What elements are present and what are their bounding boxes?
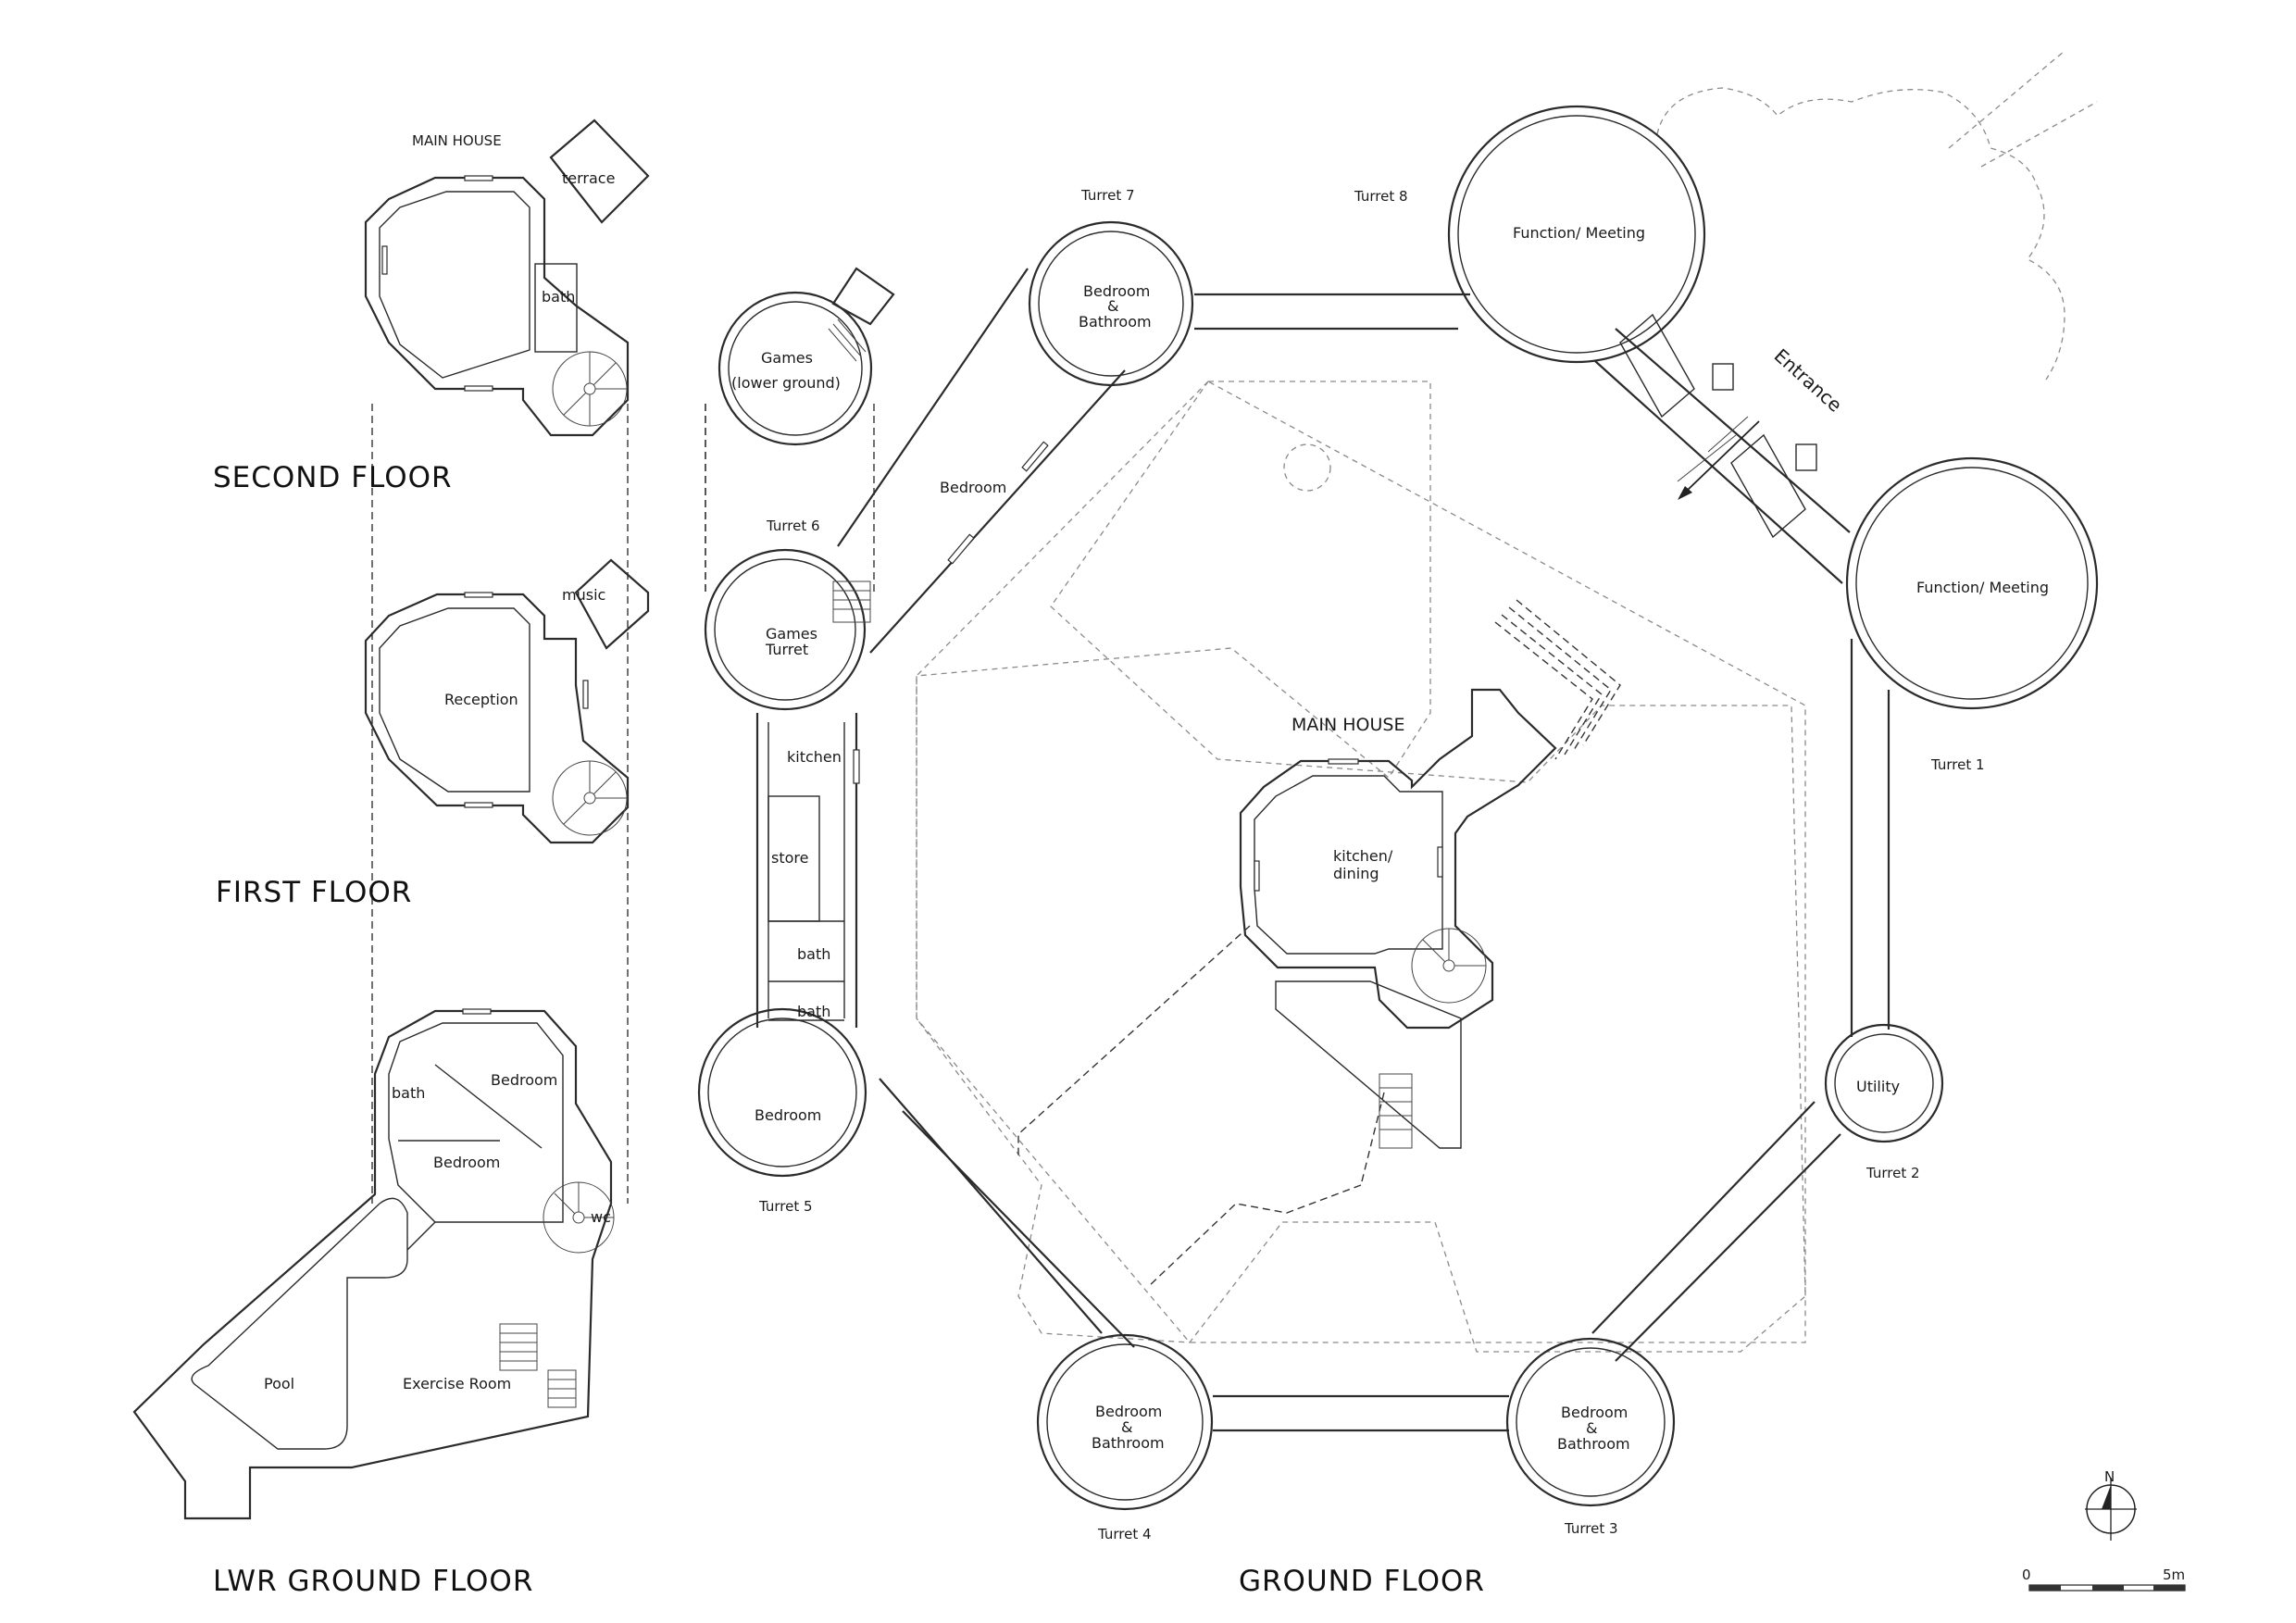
- turret-1: [1845, 456, 2099, 710]
- turret-5: [697, 1007, 867, 1178]
- first-floor-plan: [364, 558, 650, 844]
- kitchen-label: kitchen: [787, 748, 842, 766]
- turret-3: [1505, 1337, 1676, 1507]
- turret-1-label: Turret 1: [1930, 756, 1985, 773]
- music-label: music: [562, 586, 605, 604]
- pool-label: Pool: [264, 1375, 294, 1392]
- stair-flight-icon: [1379, 1073, 1413, 1149]
- bath-1-label: bath: [797, 945, 830, 963]
- games-lower-line1: Games: [761, 349, 813, 367]
- lg-bedroom-2-label: Bedroom: [433, 1154, 500, 1171]
- stair-flight-icon: [832, 581, 871, 623]
- kitchen-dining-line2: dining: [1333, 865, 1379, 882]
- lg-bedroom-1-label: Bedroom: [491, 1071, 557, 1089]
- turret-3-label: Turret 3: [1564, 1520, 1618, 1537]
- t3-amp-label: &: [1586, 1419, 1597, 1437]
- utility-label: Utility: [1856, 1078, 1900, 1095]
- turret-6-label: Turret 6: [766, 518, 820, 534]
- exercise-room-label: Exercise Room: [403, 1375, 511, 1392]
- bedroom-wing-label: Bedroom: [940, 479, 1006, 496]
- second-floor-plan: [364, 119, 650, 437]
- t7-bathroom-label: Bathroom: [1079, 313, 1152, 331]
- games-lower-line2: (lower ground): [731, 374, 841, 392]
- t4-bathroom-label: Bathroom: [1092, 1434, 1165, 1452]
- terrace-label: terrace: [562, 169, 615, 187]
- lower-ground-floor-plan: [132, 1008, 615, 1520]
- first-floor-title: FIRST FLOOR: [216, 876, 412, 909]
- t1-function-meeting-label: Function/ Meeting: [1916, 579, 2049, 596]
- spiral-stair-icon: [543, 1181, 615, 1254]
- kitchen-dining-line1: kitchen/: [1333, 847, 1393, 865]
- turret-7-label: Turret 7: [1080, 187, 1135, 204]
- ground-site-outline: [916, 50, 2098, 1353]
- ground-main-house-label: MAIN HOUSE: [1292, 715, 1404, 735]
- spiral-stair-icon: [552, 760, 628, 836]
- second-floor-title: SECOND FLOOR: [213, 461, 453, 494]
- t7-amp-label: &: [1107, 297, 1118, 315]
- turret-6: [704, 548, 871, 711]
- turret-4-label: Turret 4: [1097, 1526, 1152, 1542]
- scale-end-label: 5m: [2163, 1567, 2185, 1583]
- turret-7: [1028, 220, 1194, 387]
- kitchen-wing-interior: [767, 722, 860, 1021]
- turret-2-label: Turret 2: [1866, 1165, 1920, 1181]
- turret-5-label: Turret 5: [758, 1198, 813, 1215]
- ground-floor-title: GROUND FLOOR: [1239, 1565, 1485, 1598]
- t3-bathroom-label: Bathroom: [1557, 1435, 1630, 1453]
- spiral-stair-icon: [1411, 928, 1487, 1004]
- spiral-stair-icon: [552, 351, 628, 427]
- scale-bar: [2028, 1584, 2186, 1592]
- turret-8: [1447, 105, 1706, 364]
- ground-main-house-plan: [1017, 599, 1621, 1288]
- lg-bath-label: bath: [392, 1084, 425, 1102]
- games-turret-line2: Turret: [765, 641, 808, 658]
- reception-label: Reception: [444, 691, 518, 708]
- store-label: store: [771, 849, 808, 867]
- t5-bedroom-label: Bedroom: [755, 1106, 821, 1124]
- second-floor-main-house-label: MAIN HOUSE: [412, 132, 502, 149]
- games-lower-ground-plan: [705, 267, 895, 593]
- north-label: N: [2104, 1468, 2115, 1485]
- t4-amp-label: &: [1121, 1418, 1132, 1436]
- second-floor-bath-label: bath: [542, 288, 575, 306]
- turret-2: [1824, 1023, 1944, 1143]
- entrance-label: Entrance: [1770, 344, 1847, 417]
- stair-flight-icon: [828, 318, 867, 362]
- north-arrow-icon: [2085, 1478, 2137, 1541]
- turret-8-label: Turret 8: [1354, 188, 1408, 205]
- bath-2-label: bath: [797, 1003, 830, 1020]
- t8-function-meeting-label: Function/ Meeting: [1513, 224, 1645, 242]
- stair-flight-icon: [499, 1323, 577, 1408]
- t7-bedroom-label: Bedroom: [1083, 282, 1150, 300]
- lg-wc-label: wc: [591, 1208, 611, 1226]
- entrance-porch: [1619, 313, 1817, 539]
- turret-4: [1036, 1333, 1214, 1511]
- scale-start-label: 0: [2022, 1567, 2031, 1583]
- t3-bedroom-label: Bedroom: [1561, 1404, 1628, 1421]
- entrance-arrow-icon: [1678, 420, 1760, 500]
- terrace-steps-icon: [1494, 599, 1621, 760]
- games-turret-line1: Games: [766, 625, 817, 643]
- lwr-ground-floor-title: LWR GROUND FLOOR: [213, 1565, 533, 1598]
- t4-bedroom-label: Bedroom: [1095, 1403, 1162, 1420]
